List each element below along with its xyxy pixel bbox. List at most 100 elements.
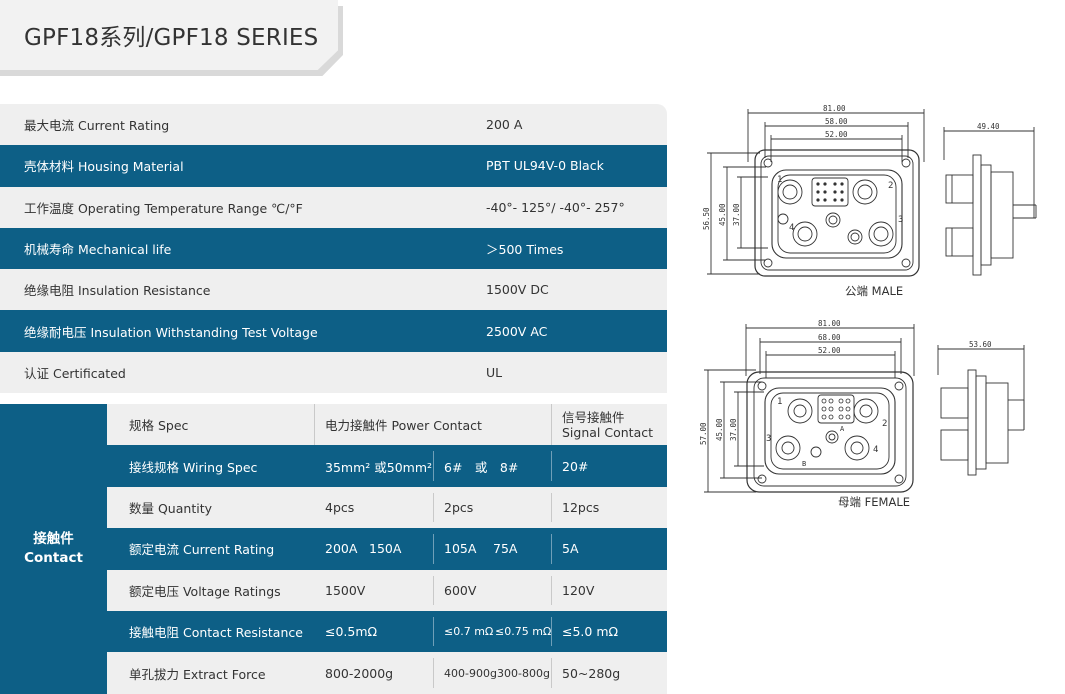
column-divider <box>433 658 434 688</box>
male-side-view <box>943 127 1037 276</box>
contact-row-label: 额定电流 Current Rating <box>129 542 275 558</box>
male-dim-h1: 56.50 <box>702 207 711 230</box>
spec-label: 壳体材料 Housing Material <box>24 159 184 175</box>
technical-drawings: 81.00 58.00 52.00 49.40 56.50 45.00 37.0… <box>690 100 1060 520</box>
contact-header-row: 规格 Spec 电力接触件 Power Contact 信号接触件 Signal… <box>107 404 667 446</box>
power-value-large: 800-2000g <box>325 665 394 681</box>
column-divider <box>433 575 434 605</box>
contact-section-label: 接触件 Contact <box>0 404 107 694</box>
signal-value: 50~280g <box>562 665 621 681</box>
spec-row: 机械寿命 Mechanical life ＞500 Times <box>0 227 667 270</box>
male-dim-h2: 45.00 <box>718 203 727 226</box>
male-dimension-labels: 81.00 58.00 52.00 49.40 56.50 45.00 37.0… <box>702 104 1000 230</box>
title-box: GPF18系列/GPF18 SERIES <box>0 0 338 70</box>
spec-row: 绝缘电阻 Insulation Resistance 1500V DC <box>0 269 667 311</box>
spec-row: 壳体材料 Housing Material PBT UL94V-0 Black <box>0 145 667 187</box>
spec-row: 绝缘耐电压 Insulation Withstanding Test Volta… <box>0 310 667 352</box>
spec-label: 机械寿命 Mechanical life <box>24 242 172 258</box>
contact-row-label: 接线规格 Wiring Spec <box>129 459 258 475</box>
female-dim-w2: 68.00 <box>818 333 841 342</box>
contact-row-label: 额定电压 Voltage Ratings <box>129 583 281 599</box>
contact-label-en: Contact <box>24 550 83 566</box>
contact-row: 数量 Quantity 4pcs 2pcs 12pcs <box>107 486 667 529</box>
signal-value: 20# <box>562 458 589 474</box>
male-caption: 公端 MALE <box>845 284 904 298</box>
power-value-small: 2pcs <box>444 499 474 515</box>
column-divider <box>314 404 315 446</box>
contact-table: 规格 Spec 电力接触件 Power Contact 信号接触件 Signal… <box>107 404 667 694</box>
signal-value: 5A <box>562 541 579 557</box>
female-dim-side: 53.60 <box>969 340 992 349</box>
spec-value: -40°- 125°/ -40°- 257° <box>486 199 625 215</box>
female-pin-b: B <box>802 460 806 468</box>
signal-value: ≤5.0 mΩ <box>562 624 619 640</box>
contact-row: 接触电阻 Contact Resistance ≤0.5mΩ ≤0.7 mΩ ≤… <box>107 610 667 653</box>
contact-row: 额定电压 Voltage Ratings 1500V 600V 120V <box>107 569 667 611</box>
header-signal-zh: 信号接触件 <box>562 409 625 425</box>
power-value-large: ≤0.5mΩ <box>325 624 378 640</box>
spec-label: 认证 Certificated <box>24 365 126 381</box>
spec-value: ＞500 Times <box>486 242 564 258</box>
spec-label: 最大电流 Current Rating <box>24 118 170 134</box>
male-pin-labels: 1 2 3 4 <box>777 175 903 233</box>
male-dim-side: 49.40 <box>977 122 1000 131</box>
female-dim-h2: 45.00 <box>715 418 724 441</box>
power-value-large-alt: 150A <box>369 541 402 557</box>
power-value-small: 600V <box>444 582 477 598</box>
column-divider <box>433 492 434 523</box>
male-pin-4: 4 <box>789 223 794 233</box>
contact-row-label: 接触电阻 Contact Resistance <box>129 625 303 641</box>
spec-label: 工作温度 Operating Temperature Range ℃/°F <box>24 200 303 216</box>
spec-row: 工作温度 Operating Temperature Range ℃/°F -4… <box>0 186 667 228</box>
female-dim-w3: 52.00 <box>818 346 841 355</box>
signal-value: 12pcs <box>562 499 600 515</box>
power-value-small-alt: 300-800g <box>497 666 550 680</box>
spec-row: 最大电流 Current Rating 200 A <box>0 104 667 146</box>
contact-row: 额定电流 Current Rating 200A 150A 105A 75A 5… <box>107 528 667 570</box>
signal-value: 120V <box>562 582 595 598</box>
female-front-view <box>704 324 915 493</box>
male-dim-w3: 52.00 <box>825 130 848 139</box>
contact-row-label: 数量 Quantity <box>129 500 212 516</box>
female-pin-2: 2 <box>882 419 887 429</box>
spec-label: 绝缘电阻 Insulation Resistance <box>24 283 211 299</box>
title-banner: GPF18系列/GPF18 SERIES <box>0 0 345 76</box>
column-divider <box>433 451 434 481</box>
power-value-small: ≤0.7 mΩ <box>444 625 494 639</box>
power-value-large: 35mm² 或50mm² <box>325 459 433 475</box>
female-side-view <box>937 345 1025 476</box>
female-dim-h3: 37.00 <box>729 418 738 441</box>
column-divider <box>551 404 552 446</box>
column-divider <box>551 492 552 523</box>
drawing-canvas: 81.00 58.00 52.00 49.40 56.50 45.00 37.0… <box>699 104 1037 493</box>
column-divider <box>551 575 552 605</box>
male-front-view <box>707 109 925 277</box>
spec-table: 最大电流 Current Rating 200 A 壳体材料 Housing M… <box>0 104 667 393</box>
column-divider <box>551 534 552 564</box>
column-divider <box>551 451 552 481</box>
column-divider <box>551 658 552 688</box>
male-dim-w1: 81.00 <box>823 104 846 113</box>
power-value-large: 1500V <box>325 582 366 598</box>
spec-label: 绝缘耐电压 Insulation Withstanding Test Volta… <box>24 324 318 340</box>
female-pin-a: A <box>840 425 845 433</box>
header-signal-en: Signal Contact <box>562 424 654 440</box>
power-value-small-alt: 75A <box>493 541 518 557</box>
power-value-small-alt: ≤0.75 mΩ <box>495 625 552 639</box>
spec-value: 1500V DC <box>486 282 549 298</box>
column-divider <box>433 534 434 564</box>
female-pin-3: 3 <box>766 434 771 444</box>
male-pin-2: 2 <box>888 181 893 191</box>
contact-row-label: 单孔拔力 Extract Force <box>129 666 266 682</box>
female-caption: 母端 FEMALE <box>838 495 910 509</box>
header-spec: 规格 Spec <box>129 418 189 434</box>
contact-label-zh: 接触件 <box>33 531 74 547</box>
contact-row: 单孔拔力 Extract Force 800-2000g 400-900g 30… <box>107 652 667 694</box>
male-pin-1: 1 <box>777 175 782 185</box>
power-value-small: 6# 或 8# <box>444 459 519 475</box>
female-pin-labels: 1 2 3 4 A B <box>766 397 887 468</box>
spec-value: UL <box>486 364 503 380</box>
male-dim-h3: 37.00 <box>732 203 741 226</box>
female-pin-4: 4 <box>873 445 878 455</box>
spec-value: 2500V AC <box>486 323 548 339</box>
